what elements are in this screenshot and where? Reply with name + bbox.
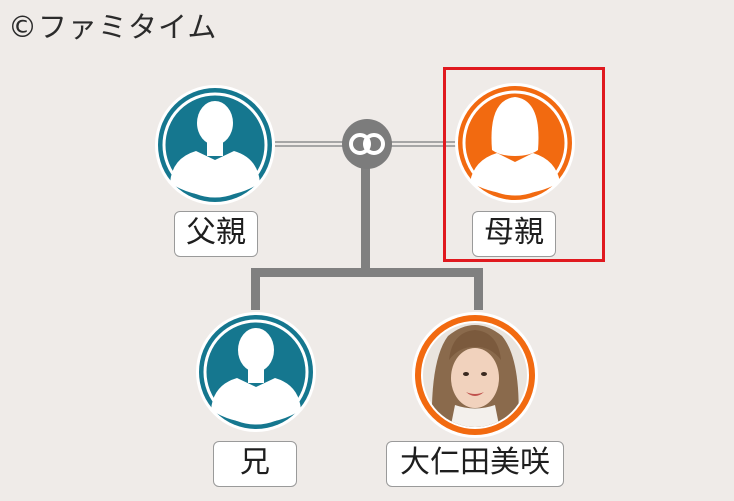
female-silhouette-icon	[470, 97, 560, 194]
male-silhouette-icon	[170, 101, 260, 196]
brother-label: 兄	[213, 441, 297, 487]
mother-avatar[interactable]	[455, 83, 575, 203]
portrait-photo	[423, 323, 527, 427]
mother-label: 母親	[472, 211, 556, 257]
brother-avatar[interactable]	[196, 312, 316, 432]
father-avatar[interactable]	[155, 85, 275, 205]
rings-icon	[342, 119, 392, 169]
self-label: 大仁田美咲	[386, 441, 564, 487]
copyright-text: ©ファミタイム	[8, 10, 218, 44]
highlight-box	[443, 67, 605, 262]
father-label: 父親	[174, 211, 258, 257]
connector-lines	[251, 141, 483, 310]
self-avatar[interactable]	[412, 312, 538, 438]
male-silhouette-icon	[211, 328, 301, 423]
